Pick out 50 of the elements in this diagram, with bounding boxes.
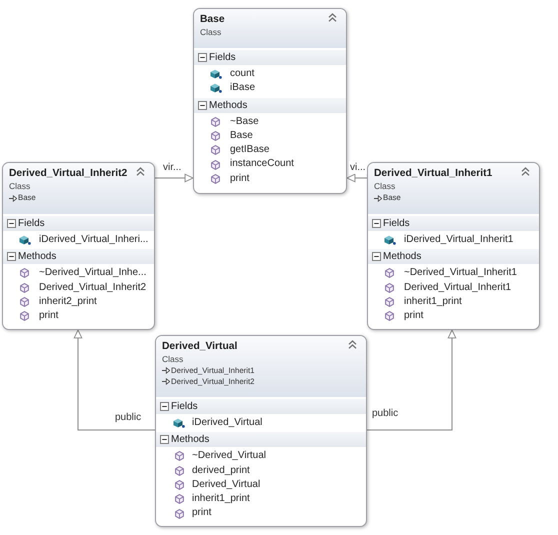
method-name: ~Derived_Virtual_Inhe...: [39, 266, 146, 280]
inheritance-arrow: [346, 174, 368, 182]
field-name: iDerived_Virtual: [192, 416, 262, 430]
method-name: inherit2_print: [39, 294, 97, 309]
section-title: Methods: [18, 250, 56, 264]
class-name: Derived_Virtual_Inherit2: [9, 167, 128, 180]
method-name: Base: [230, 128, 253, 143]
field-name: iDerived_Virtual_Inherit1: [404, 233, 514, 247]
field-name: iBase: [230, 81, 256, 96]
edge-label: vi...: [349, 161, 367, 174]
method-name: inherit1_print: [404, 294, 462, 309]
class-box: [2, 162, 155, 330]
class-box: [193, 8, 347, 194]
method-name: print: [230, 172, 250, 186]
method-name: Derived_Virtual_Inherit2: [39, 280, 146, 295]
class-stereotype: Class: [9, 180, 30, 192]
class-stereotype: Class: [200, 26, 222, 38]
method-name: ~Derived_Virtual: [192, 449, 266, 464]
method-name: ~Base: [230, 114, 259, 129]
edge-label: public: [114, 411, 142, 424]
class-stereotype: Class: [374, 180, 396, 192]
method-name: print: [404, 309, 424, 324]
class-box: [155, 335, 367, 527]
method-name: instanceCount: [230, 157, 294, 172]
method-name: print: [192, 506, 212, 520]
class-box: [367, 162, 540, 330]
class-name: Base: [200, 13, 225, 26]
method-name: inherit1_print: [192, 492, 250, 506]
inheritance-arrow: [154, 174, 194, 182]
section-title: Methods: [171, 433, 210, 448]
method-name: ~Derived_Virtual_Inherit1: [404, 266, 517, 280]
class-name: Derived_Virtual: [162, 340, 238, 353]
method-name: derived_print: [192, 464, 250, 478]
class-name: Derived_Virtual_Inherit1: [374, 167, 492, 180]
method-name: getIBase: [230, 143, 270, 158]
section-title: Methods: [383, 250, 422, 264]
method-name: print: [39, 309, 58, 324]
class-stereotype: Class: [162, 353, 184, 365]
method-name: Derived_Virtual_Inherit1: [404, 280, 512, 295]
field-name: iDerived_Virtual_Inheri...: [39, 233, 148, 247]
inheritance-arrow: [366, 330, 456, 430]
edge-label: public: [371, 407, 400, 420]
section-title: Methods: [209, 98, 248, 113]
inheritance-arrow: [74, 330, 156, 430]
method-name: Derived_Virtual: [192, 478, 260, 492]
section-title: Fields: [209, 51, 236, 65]
section-title: Fields: [383, 217, 410, 231]
section-title: Fields: [18, 217, 45, 231]
field-name: count: [230, 67, 254, 81]
section-title: Fields: [171, 400, 198, 414]
